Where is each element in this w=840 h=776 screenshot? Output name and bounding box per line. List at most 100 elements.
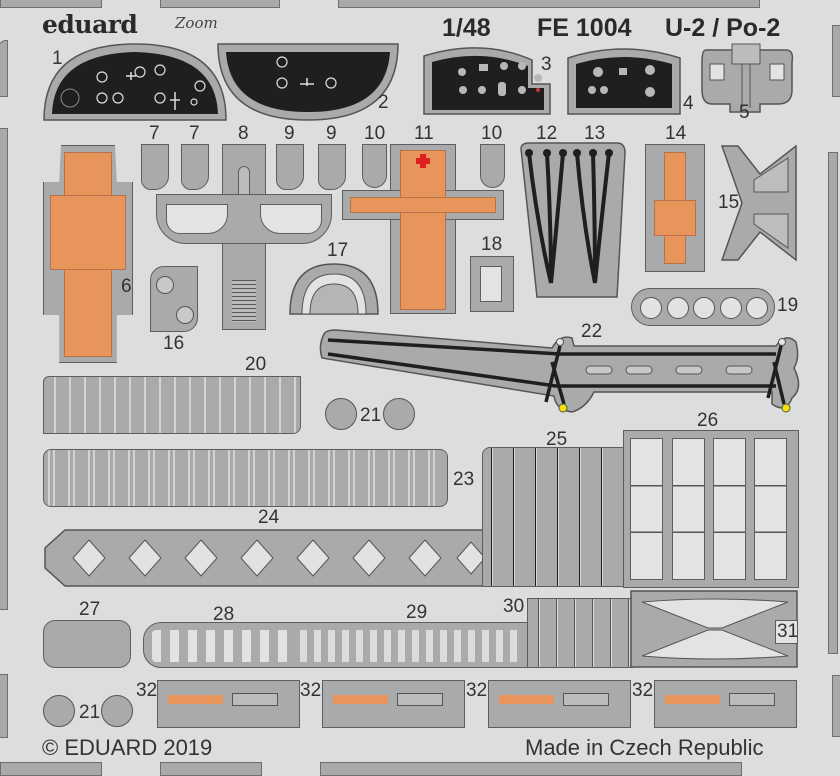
scale-label: 1/48 (442, 14, 491, 42)
frame-top-right2 (338, 0, 760, 8)
part-11-body (400, 150, 446, 310)
part-2-lower-panel (217, 43, 399, 121)
part-9a (276, 144, 304, 190)
part-9b (318, 144, 346, 190)
part-label-21b: 21 (79, 702, 101, 723)
part-19-gear-1 (640, 297, 662, 319)
part-16 (150, 266, 198, 332)
part-label-10b: 10 (481, 123, 503, 144)
part-32d-mesh (729, 693, 775, 706)
part-16-gauge-a (156, 276, 174, 294)
part-label-16: 16 (163, 333, 185, 354)
part-29-straps (300, 630, 524, 662)
part-8-right-pocket (260, 204, 322, 234)
part-22-brace (319, 329, 800, 413)
part-3-panel (423, 47, 551, 115)
frame-right (832, 25, 840, 97)
part-6-strap-wide (50, 195, 126, 270)
part-24-strip (44, 529, 492, 587)
frame-left-bottom (0, 674, 8, 738)
part-label-7a: 7 (149, 123, 160, 144)
part-26-col-2 (672, 438, 705, 580)
part-17-arch (289, 263, 379, 315)
part-32d-belt-frame (654, 680, 797, 728)
part-label-2: 2 (378, 92, 389, 113)
frame-bottom-mid (160, 762, 262, 776)
part-18-inner (480, 266, 502, 302)
part-30 (527, 598, 633, 668)
part-31-plate (630, 590, 798, 668)
part-21c-gear (43, 695, 75, 727)
frame-top-left (0, 0, 102, 8)
part-11-arm (350, 197, 496, 213)
part-label-9a: 9 (284, 123, 295, 144)
part-label-10a: 10 (364, 123, 386, 144)
part-label-26: 26 (697, 410, 719, 431)
red-cross-icon (416, 154, 430, 168)
part-27 (43, 620, 131, 668)
part-label-11: 11 (414, 123, 434, 144)
part-label-27: 27 (79, 599, 101, 620)
frame-bottom-right (320, 762, 742, 776)
part-label-21a: 21 (360, 405, 382, 426)
frame-left (0, 40, 8, 97)
part-16-gauge-b (176, 306, 194, 324)
frame-right-bottom (832, 675, 840, 737)
part-label-6: 6 (121, 276, 132, 297)
set-code: FE 1004 (537, 14, 632, 42)
frame-right-mid (828, 152, 838, 654)
part-label-3: 3 (541, 54, 552, 75)
part-19-gear-3 (693, 297, 715, 319)
part-19-gear-5 (746, 297, 768, 319)
part-32b-belt (333, 695, 388, 704)
part-label-9b: 9 (326, 123, 337, 144)
part-32a-belt-frame (157, 680, 300, 728)
part-19-gear-2 (667, 297, 689, 319)
brand-logo: eduard (42, 10, 138, 39)
part-label-17: 17 (327, 240, 349, 261)
copyright-text: © EDUARD 2019 (42, 735, 213, 760)
part-32b-mesh (397, 693, 443, 706)
part-label-32a: 32 (136, 680, 158, 701)
frame-bottom-left (0, 762, 102, 776)
part-21d-gear (101, 695, 133, 727)
part-26-col-1 (630, 438, 663, 580)
part-14-wide (654, 200, 696, 236)
part-label-32d: 32 (632, 680, 654, 701)
part-label-12: 12 (536, 123, 558, 144)
part-label-1: 1 (52, 48, 63, 69)
part-25-strip (482, 447, 628, 587)
part-26-col-4 (754, 438, 787, 580)
part-32d-belt (665, 695, 720, 704)
part-32c-belt (499, 695, 554, 704)
part-32c-mesh (563, 693, 609, 706)
part-label-15: 15 (718, 192, 740, 213)
part-7b (181, 144, 209, 190)
part-28-rings (152, 630, 294, 662)
part-23-strip (43, 449, 448, 507)
aircraft-name: U-2 / Po-2 (665, 14, 781, 42)
part-10b (480, 144, 505, 188)
part-label-13: 13 (584, 123, 606, 144)
part-label-24: 24 (258, 507, 280, 528)
part-15-brace (720, 144, 797, 262)
part-label-29: 29 (406, 602, 428, 623)
zoom-logo: Zoom (175, 14, 218, 32)
frame-left-mid (0, 128, 8, 610)
part-12-13-cables (520, 142, 626, 298)
part-label-5: 5 (739, 102, 750, 123)
part-label-22: 22 (581, 321, 603, 342)
part-label-23: 23 (453, 469, 475, 490)
part-label-8: 8 (238, 123, 249, 144)
part-8-grille (232, 280, 256, 322)
part-20-strip (43, 376, 301, 434)
part-26-col-3 (713, 438, 746, 580)
part-label-7b: 7 (189, 123, 200, 144)
part-label-28: 28 (213, 604, 235, 625)
part-19-gear-4 (720, 297, 742, 319)
part-21b-gear (383, 398, 415, 430)
part-label-18: 18 (481, 234, 503, 255)
part-label-32b: 32 (300, 680, 322, 701)
part-5-bracket (701, 43, 794, 113)
part-10a (362, 144, 387, 188)
